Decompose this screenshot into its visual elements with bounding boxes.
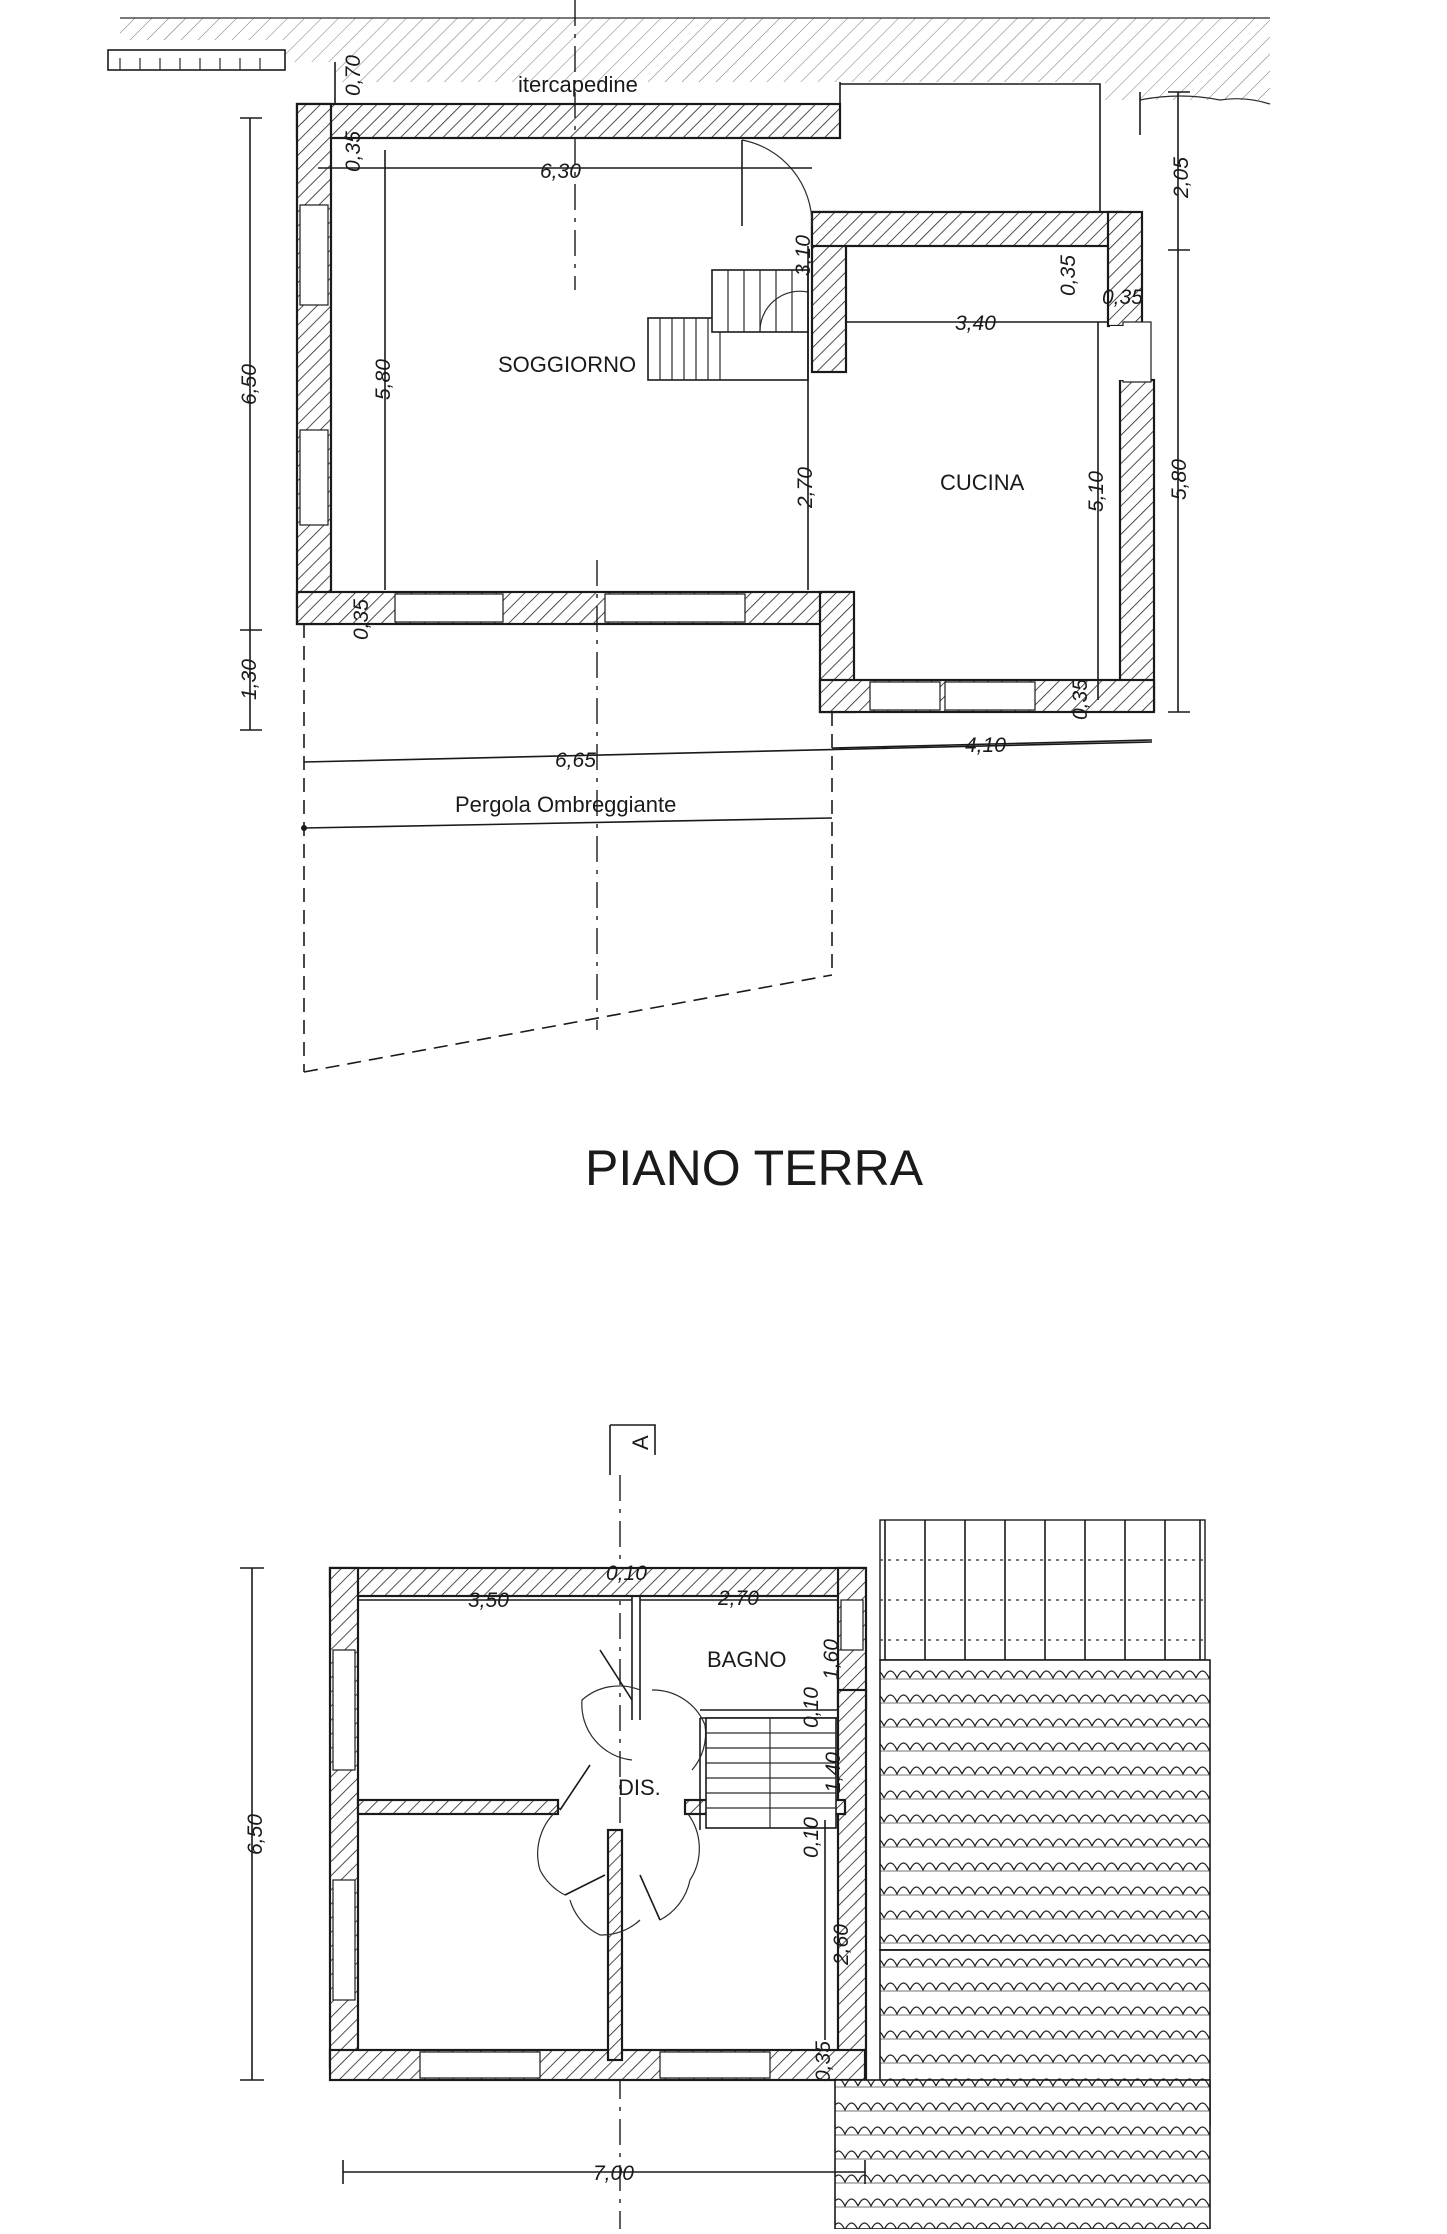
dim-6-30: 6,30 [540, 160, 581, 183]
dim-0-35-bottom-left: 0,35 [350, 599, 373, 640]
terrain-hatch [120, 17, 1271, 105]
pergola-label: Pergola Ombreggiante [455, 792, 676, 817]
pergola-outline [301, 624, 833, 1073]
first-dimension-lines [240, 1567, 866, 2184]
hallway-door-swings [537, 1649, 707, 1936]
dim-1-60: 1,60 [820, 1639, 843, 1680]
retaining-fence [107, 49, 286, 71]
door-swing [741, 139, 813, 227]
itercapedine-label: itercapedine [518, 72, 638, 97]
dim-6-50-ground: 6,50 [238, 364, 261, 405]
dim-3-10: 3,10 [792, 235, 815, 276]
dim-6-50-first: 6,50 [244, 1814, 267, 1855]
staircase-ground [647, 269, 809, 381]
first-floor-plan: A [240, 1424, 1211, 2230]
dim-0-35-kitchen-a: 0,35 [1057, 255, 1080, 296]
dis-label: DIS. [618, 1775, 661, 1800]
section-marker-label: A [628, 1435, 653, 1450]
dim-2-05: 2,05 [1170, 157, 1193, 199]
bagno-label: BAGNO [707, 1647, 786, 1672]
dim-7-00: 7,00 [593, 2162, 634, 2185]
dim-1-30: 1,30 [238, 659, 261, 700]
dim-0-70: 0,70 [342, 55, 365, 96]
roof-tiles [834, 1659, 1211, 2230]
ground-dimension-lines [240, 91, 1190, 763]
dim-4-10: 4,10 [965, 734, 1006, 757]
dim-5-10: 5,10 [1085, 471, 1108, 512]
dim-0-35-first: 0,35 [812, 2041, 835, 2082]
section-marker: A [609, 1424, 656, 2229]
ground-floor-title: PIANO TERRA [585, 1140, 924, 1196]
dim-0-35-kitchen-b: 0,35 [1102, 286, 1143, 309]
dim-3-50: 3,50 [468, 1589, 509, 1612]
dim-2-60: 2,60 [830, 1924, 853, 1966]
dim-1-40: 1,40 [822, 1752, 845, 1793]
dim-2-70: 2,70 [794, 467, 817, 509]
dim-0-35-bottom-right: 0,35 [1069, 679, 1092, 720]
staircase-first [705, 1717, 837, 1829]
dim-3-40: 3,40 [955, 312, 996, 335]
dim-0-10-top: 0,10 [606, 1562, 647, 1585]
dim-2-70-first: 2,70 [717, 1587, 759, 1610]
dim-6-65: 6,65 [555, 749, 596, 772]
dim-5-80-right: 5,80 [1168, 459, 1191, 500]
dim-5-80-left: 5,80 [372, 359, 395, 400]
pergola-beams [879, 1519, 1206, 1661]
dim-0-10-stair-b: 0,10 [800, 1817, 823, 1858]
soggiorno-label: SOGGIORNO [498, 352, 636, 377]
cucina-label: CUCINA [940, 470, 1025, 495]
ground-walls [295, 102, 1156, 714]
dim-0-35-top: 0,35 [342, 131, 365, 172]
dim-0-10-stair-a: 0,10 [800, 1687, 823, 1728]
ground-floor-plan: itercapedine SOGGIORNO CUCINA Pergola Om… [107, 0, 1271, 1196]
